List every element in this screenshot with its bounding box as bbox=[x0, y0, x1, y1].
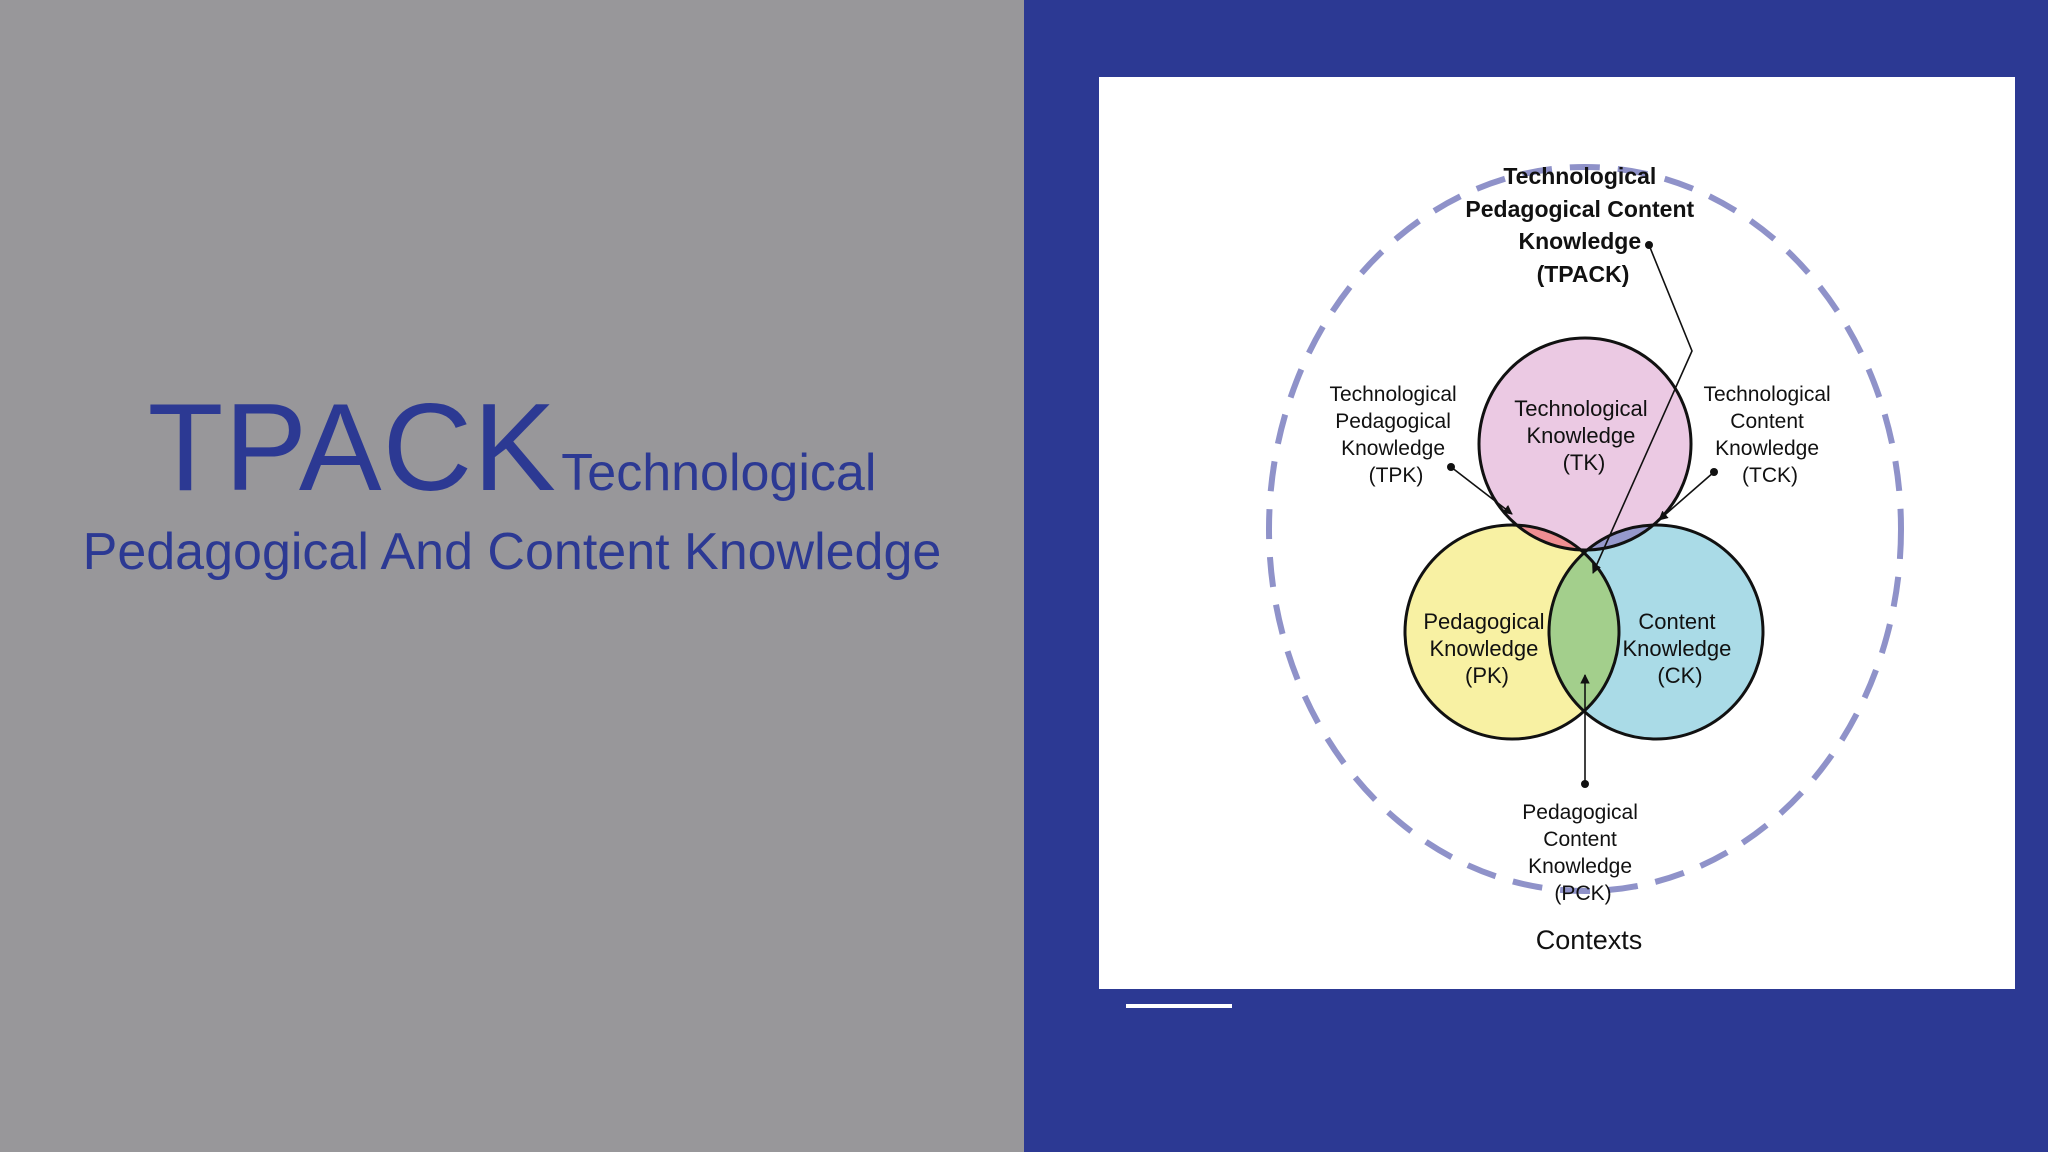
contexts-label: Contexts bbox=[1536, 925, 1643, 955]
tck-label: Technological Content Knowledge (TCK) bbox=[1703, 383, 1836, 487]
pk-outline bbox=[1403, 523, 1621, 741]
title-subtitle-line1: Technological bbox=[561, 444, 877, 502]
slide-accent-bar bbox=[1126, 1004, 1232, 1008]
ck-outline bbox=[1547, 523, 1765, 741]
left-panel: TPACK Technological Pedagogical And Cont… bbox=[0, 0, 1024, 1152]
tck-pointer bbox=[1658, 471, 1715, 521]
tk-label: Technological Knowledge (TK) bbox=[1514, 396, 1653, 475]
tk-circle bbox=[1479, 338, 1691, 550]
tpack-diagram-card: Technological Pedagogical Content Knowle… bbox=[1099, 77, 2015, 989]
tpk-pointer bbox=[1450, 466, 1513, 515]
contexts-ring bbox=[1266, 164, 1904, 894]
title-acronym: TPACK bbox=[147, 379, 557, 517]
ck-label: Content Knowledge (CK) bbox=[1623, 609, 1738, 688]
pck-label: Pedagogical Content Knowledge (PCK) bbox=[1522, 801, 1643, 905]
pk-label: Pedagogical Knowledge (PK) bbox=[1423, 609, 1550, 688]
pck-overlap bbox=[1549, 525, 1619, 739]
tpack-pointer bbox=[1592, 244, 1693, 574]
tpack-venn-diagram: Technological Pedagogical Content Knowle… bbox=[1266, 163, 1904, 955]
tpk-label: Technological Pedagogical Knowledge (TPK… bbox=[1329, 383, 1462, 487]
title-subtitle-line2: Pedagogical And Content Knowledge bbox=[82, 523, 942, 582]
slide-title: TPACK Technological Pedagogical And Cont… bbox=[40, 380, 984, 582]
tpack-label: Technological Pedagogical Content Knowle… bbox=[1465, 163, 1700, 287]
